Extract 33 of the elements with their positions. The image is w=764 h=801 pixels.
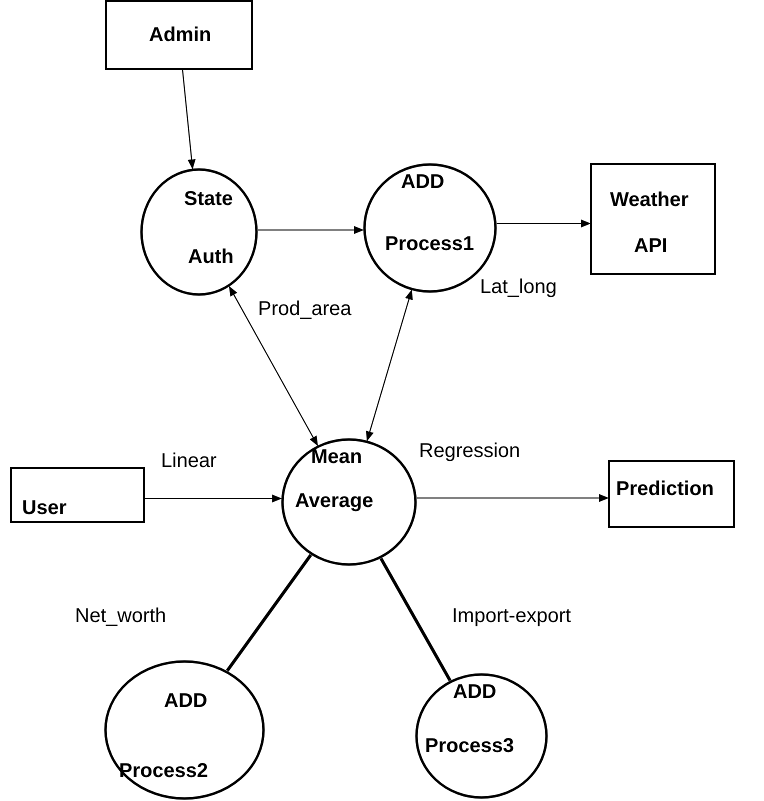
node-label: ADD <box>453 681 496 704</box>
node-label: Admin <box>149 24 212 47</box>
edge-label: Regression <box>418 440 522 463</box>
node-label: Process2 <box>119 760 208 783</box>
flow-label: Prod_area <box>258 298 352 321</box>
process-box <box>105 0 253 70</box>
arrow <box>228 286 318 446</box>
flow-label: Lat_long <box>480 276 557 299</box>
arrow <box>496 220 591 228</box>
node-label: Average <box>295 490 374 513</box>
node-label: Process3 <box>425 735 514 758</box>
node-label: State <box>184 188 233 211</box>
node-label: Auth <box>188 246 234 269</box>
node-label: ADD <box>164 690 208 713</box>
arrow <box>145 494 282 502</box>
node-label: API <box>634 235 668 258</box>
process-box <box>10 467 145 523</box>
node-label: Prediction <box>616 478 714 501</box>
node-label: User <box>22 497 66 520</box>
flow-label: Import-export <box>452 605 571 628</box>
arrow <box>258 226 364 234</box>
process-box <box>608 460 735 528</box>
arrow <box>182 70 196 170</box>
node-label: Mean <box>311 446 362 469</box>
connector-line <box>226 554 312 672</box>
arrow <box>366 290 413 442</box>
node-label: Weather <box>610 189 689 212</box>
process-box <box>590 163 716 275</box>
node-label: ADD <box>401 171 444 194</box>
node-label: Process1 <box>385 233 474 256</box>
arrow <box>416 494 609 502</box>
flow-label: Net_worth <box>75 605 166 628</box>
connector-line <box>380 558 452 682</box>
